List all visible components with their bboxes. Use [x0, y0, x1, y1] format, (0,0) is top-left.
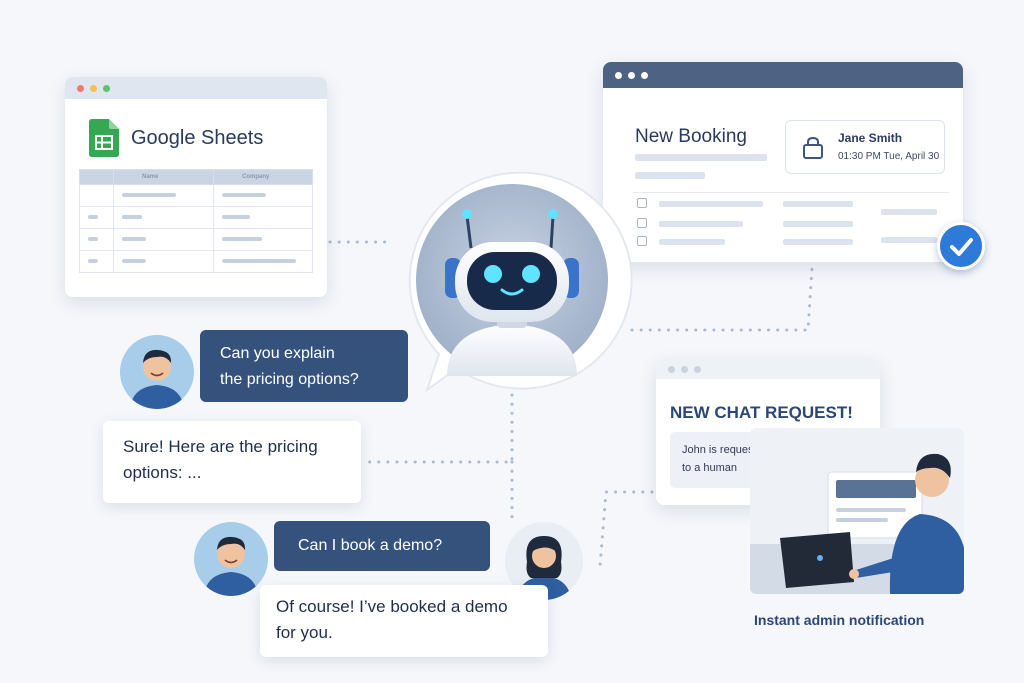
- window-dot-icon: [615, 71, 622, 79]
- table-row: [79, 184, 313, 207]
- close-dot-icon: [77, 84, 84, 92]
- table-row: [79, 250, 313, 273]
- user-avatar: [194, 522, 268, 596]
- chat-request-titlebar: [656, 359, 880, 379]
- column-header-name: Name: [113, 169, 214, 185]
- window-dot-icon: [694, 365, 701, 373]
- window-dot-icon: [681, 365, 688, 373]
- google-sheets-window: Google Sheets Name Company: [65, 77, 327, 297]
- user-avatar: [120, 335, 194, 409]
- bot-answer-pricing: Sure! Here are the pricing options: ...: [103, 421, 361, 503]
- booking-person-time: 01:30 PM Tue, April 30: [838, 151, 940, 162]
- checkbox[interactable]: [637, 236, 647, 246]
- checkmark-badge-icon: [937, 222, 985, 270]
- admin-at-laptop-illustration: [750, 428, 964, 594]
- booking-window: New Booking Jane Smith 01:30 PM Tue, Apr…: [603, 62, 963, 262]
- chatbot-robot: [387, 168, 637, 398]
- minimize-dot-icon: [90, 84, 97, 92]
- window-dot-icon: [668, 365, 675, 373]
- maximize-dot-icon: [103, 84, 110, 92]
- booking-titlebar: [603, 62, 963, 88]
- booking-title: New Booking: [635, 126, 747, 147]
- connector-robot-answer: [364, 393, 514, 464]
- checkbox[interactable]: [637, 198, 647, 208]
- spreadsheet-table: Name Company: [79, 169, 313, 273]
- connector-robot-booking: [630, 266, 814, 332]
- booking-person-name: Jane Smith: [838, 131, 903, 145]
- sheets-title: Google Sheets: [131, 126, 264, 149]
- chat-request-title: NEW CHAT REQUEST!: [670, 403, 853, 422]
- admin-notification-caption: Instant admin notification: [754, 612, 925, 628]
- connector-request-support: [598, 490, 654, 568]
- checkbox[interactable]: [637, 218, 647, 228]
- google-sheets-logo-icon: [89, 119, 119, 157]
- robot-icon: [408, 171, 633, 393]
- booking-person-card[interactable]: Jane Smith 01:30 PM Tue, April 30: [785, 120, 945, 174]
- sheets-titlebar: [65, 77, 327, 99]
- window-dot-icon: [628, 71, 635, 79]
- table-row: [79, 206, 313, 229]
- table-row: [79, 228, 313, 251]
- lock-icon: [803, 136, 823, 159]
- user-question-demo: Can I book a demo?: [274, 521, 490, 571]
- user-question-pricing: Can you explain the pricing options?: [200, 330, 408, 402]
- window-dot-icon: [641, 71, 648, 79]
- bot-answer-demo: Of course! I’ve booked a demo for you.: [260, 585, 548, 657]
- column-header-company: Company: [213, 169, 313, 185]
